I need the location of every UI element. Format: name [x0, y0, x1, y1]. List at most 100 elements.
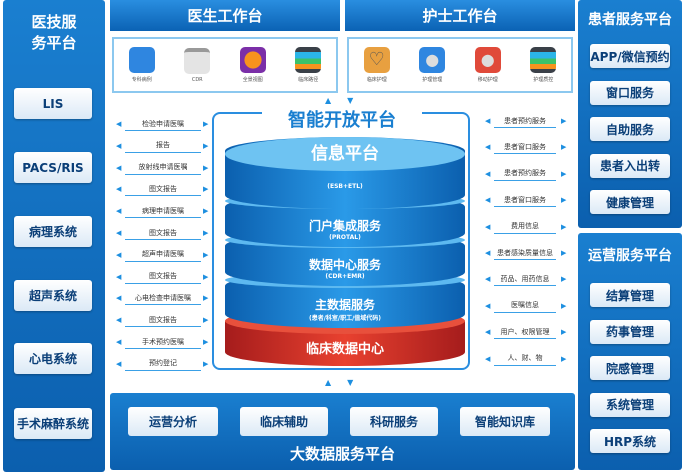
arrow-left-icon[interactable]: ◀ [485, 354, 491, 363]
arrow-left-icon[interactable]: ◀ [485, 275, 491, 284]
left-link-item[interactable]: 检验申请医嘱 [125, 117, 201, 131]
arrow-left-icon[interactable]: ◀ [485, 117, 491, 125]
bigdata-ops-analysis[interactable]: 运营分析 [128, 407, 218, 436]
arrow-right-icon[interactable]: ▶ [203, 338, 209, 346]
medtech-item-pacs[interactable]: PACS/RIS [14, 152, 92, 183]
arrow-left-icon[interactable]: ◀ [116, 294, 122, 303]
left-link-item[interactable]: 图文报告 [125, 270, 201, 284]
arrow-right-icon[interactable]: ▶ [561, 117, 567, 125]
arrow-right-icon[interactable]: ▶ [203, 229, 209, 237]
left-link-item[interactable]: 心电检查申请医嘱 [125, 291, 201, 306]
bigdata-knowledge-base[interactable]: 智能知识库 [460, 407, 550, 436]
arrow-left-icon[interactable]: ◀ [116, 229, 122, 237]
left-link-item[interactable]: 图文报告 [125, 313, 201, 328]
layers-icon [530, 47, 557, 73]
right-link-item[interactable]: 费用信息 [494, 220, 556, 234]
layer-title: 门户集成服务 [308, 219, 381, 233]
icon-label: 全景视图 [242, 77, 263, 83]
left-link-item[interactable]: 报告 [125, 139, 201, 153]
arrow-left-icon[interactable]: ◀ [116, 338, 122, 346]
arrow-right-icon[interactable]: ▶ [203, 207, 209, 216]
arrow-left-icon[interactable]: ◀ [485, 143, 491, 152]
ops-service-item[interactable]: 院感管理 [590, 356, 670, 380]
arrow-left-icon[interactable]: ◀ [116, 141, 122, 150]
left-link-item[interactable]: 手术预约医嘱 [125, 335, 201, 349]
nurse-app-care-management[interactable]: ●护理管理 [407, 47, 457, 83]
layer-title: 主数据服务 [314, 298, 375, 312]
left-link-item[interactable]: 图文报告 [125, 182, 201, 197]
patient-service-item[interactable]: APP/微信预约 [590, 44, 670, 68]
right-link-item[interactable]: 患者感染质量信息 [494, 246, 556, 260]
arrow-right-icon[interactable]: ▶ [203, 359, 209, 368]
arrow-left-icon[interactable]: ◀ [485, 301, 491, 310]
arrow-right-icon[interactable]: ▶ [561, 249, 567, 257]
medtech-item-ultrasound[interactable]: 超声系统 [14, 280, 92, 311]
bigdata-research[interactable]: 科研服务 [350, 407, 438, 436]
arrow-left-icon[interactable]: ◀ [116, 185, 122, 194]
arrow-right-icon[interactable]: ▶ [203, 120, 209, 128]
arrow-left-icon[interactable]: ◀ [485, 249, 491, 257]
ops-service-item[interactable]: 药事管理 [590, 319, 670, 344]
arrow-left-icon[interactable]: ◀ [116, 316, 122, 325]
medtech-item-anesthesia[interactable]: 手术麻醉系统 [14, 408, 92, 439]
person-icon: ● [474, 47, 501, 73]
ops-service-item[interactable]: 结算管理 [590, 283, 670, 307]
doctor-app-panorama[interactable]: 全景视图 [228, 47, 278, 83]
arrow-left-icon[interactable]: ◀ [116, 163, 122, 172]
nurse-app-clinical-care[interactable]: ♡临床护理 [352, 47, 402, 83]
bigdata-title: 大数据服务平台 [289, 445, 395, 463]
right-link-item[interactable]: 患者窗口服务 [494, 140, 556, 155]
right-link-item[interactable]: 患者预约服务 [494, 167, 556, 181]
ops-service-item[interactable]: HRP系统 [590, 429, 670, 453]
medtech-item-lis[interactable]: LIS [14, 88, 92, 119]
arrow-right-icon[interactable]: ▶ [203, 163, 209, 172]
doctor-app-specialty-cases[interactable]: 专科病例 [117, 47, 167, 83]
nurse-app-quality[interactable]: 护理质控 [518, 47, 568, 83]
arrow-left-icon[interactable]: ◀ [116, 207, 122, 216]
arrow-right-icon[interactable]: ▶ [561, 354, 567, 363]
left-link-item[interactable]: 病理申请医嘱 [125, 204, 201, 219]
arrow-right-icon[interactable]: ▶ [561, 222, 567, 231]
left-link-item[interactable]: 图文报告 [125, 226, 201, 240]
arrow-left-icon[interactable]: ◀ [485, 169, 491, 178]
arrow-left-icon[interactable]: ◀ [485, 222, 491, 231]
arrow-right-icon[interactable]: ▶ [561, 169, 567, 178]
arrow-right-icon[interactable]: ▶ [561, 196, 567, 205]
nurse-app-mobile-care[interactable]: ●移动护理 [463, 47, 513, 83]
left-link-item[interactable]: 超声申请医嘱 [125, 248, 201, 262]
medtech-item-ecg[interactable]: 心电系统 [14, 343, 92, 374]
right-link-item[interactable]: 患者窗口服务 [494, 193, 556, 208]
arrow-right-icon[interactable]: ▶ [561, 301, 567, 310]
arrow-right-icon[interactable]: ▶ [203, 316, 209, 325]
arrow-left-icon[interactable]: ◀ [116, 120, 122, 128]
right-link-item[interactable]: 人、财、物 [494, 352, 556, 366]
arrow-left-icon[interactable]: ◀ [116, 250, 122, 259]
left-link-item[interactable]: 预约登记 [125, 357, 201, 371]
doctor-app-cdr[interactable]: CDR [172, 47, 222, 83]
arrow-right-icon[interactable]: ▶ [203, 250, 209, 259]
arrow-right-icon[interactable]: ▶ [203, 272, 209, 281]
left-link-item[interactable]: 放射线申请医嘱 [125, 161, 201, 175]
arrow-left-icon[interactable]: ◀ [485, 196, 491, 205]
arrow-right-icon[interactable]: ▶ [203, 185, 209, 194]
right-link-item[interactable]: 医嘱信息 [494, 299, 556, 313]
medtech-item-pathology[interactable]: 病理系统 [14, 216, 92, 247]
arrow-right-icon[interactable]: ▶ [203, 141, 209, 150]
arrow-right-icon[interactable]: ▶ [561, 143, 567, 152]
right-link-item[interactable]: 药品、用药信息 [494, 272, 556, 287]
arrow-left-icon[interactable]: ◀ [116, 359, 122, 368]
arrow-right-icon[interactable]: ▶ [561, 275, 567, 284]
arrow-left-icon[interactable]: ◀ [116, 272, 122, 281]
right-link-item[interactable]: 用户、权限管理 [494, 325, 556, 340]
ops-service-item[interactable]: 系统管理 [590, 392, 670, 417]
patient-service-item[interactable]: 健康管理 [590, 190, 670, 214]
patient-service-item[interactable]: 患者入出转 [590, 153, 670, 178]
arrow-right-icon[interactable]: ▶ [203, 294, 209, 303]
right-link-item[interactable]: 患者预约服务 [494, 114, 556, 128]
bigdata-clinical-assist[interactable]: 临床辅助 [240, 407, 328, 436]
doctor-app-clinical-path[interactable]: 临床路径 [283, 47, 333, 83]
arrow-left-icon[interactable]: ◀ [485, 328, 491, 337]
arrow-right-icon[interactable]: ▶ [561, 328, 567, 337]
patient-service-item[interactable]: 自助服务 [590, 117, 670, 141]
patient-service-item[interactable]: 窗口服务 [590, 80, 670, 105]
